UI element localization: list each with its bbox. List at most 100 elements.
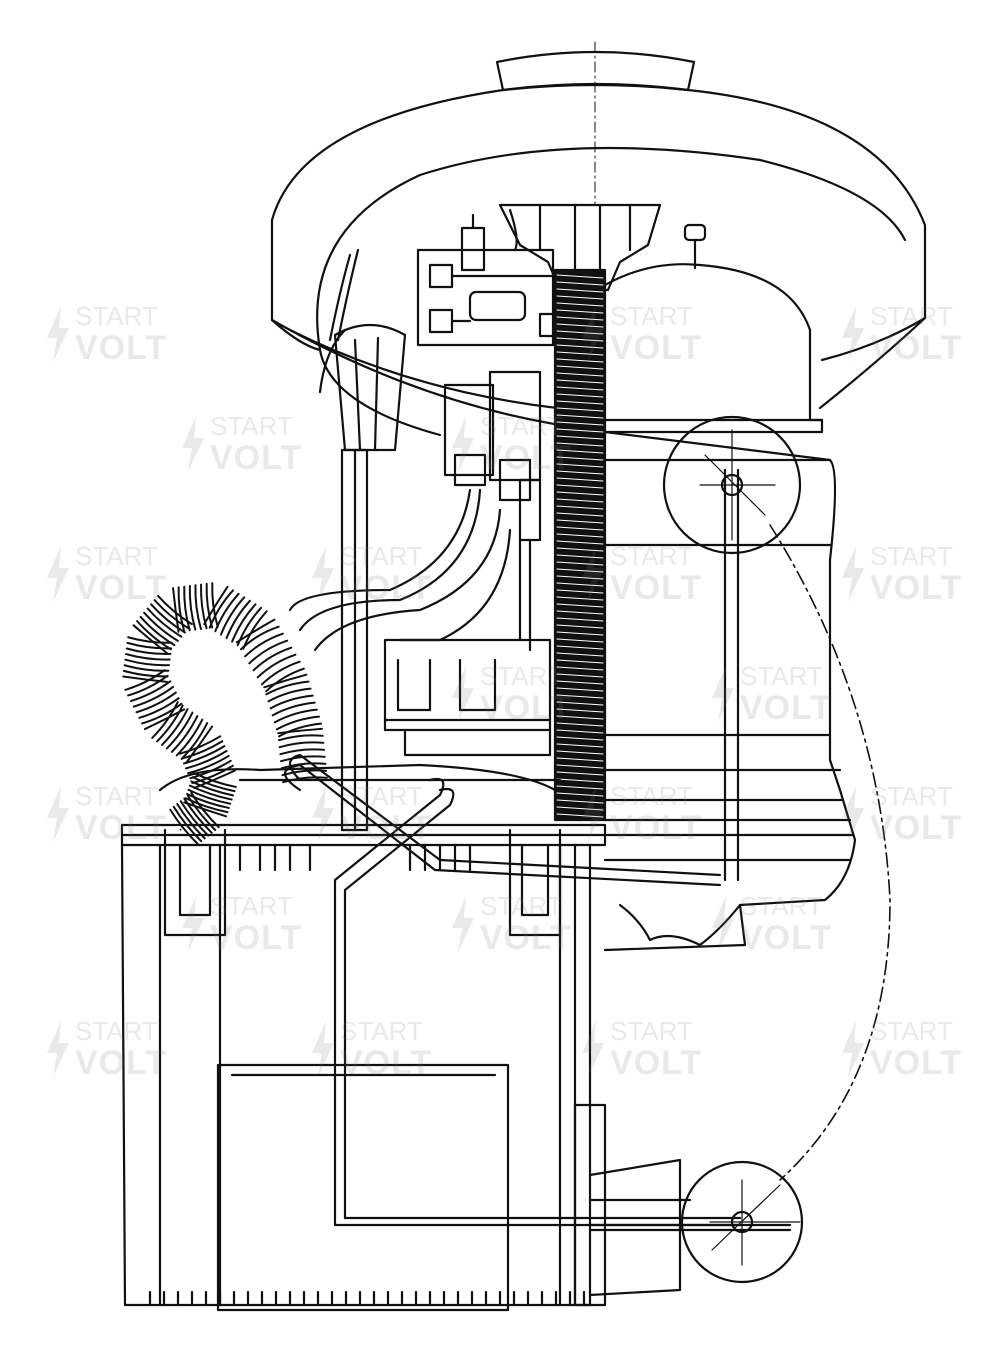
- watermark-line2: VOLT: [340, 1044, 433, 1082]
- watermark-line1: START: [480, 661, 563, 691]
- connector-board: [416, 208, 556, 347]
- watermark-line2: VOLT: [610, 809, 703, 847]
- lightning-bolt-icon: [842, 786, 864, 842]
- lightning-bolt-icon: [312, 1021, 334, 1077]
- watermark-line1: START: [75, 541, 158, 571]
- mounting-flange: [270, 41, 927, 437]
- watermark-line1: START: [75, 781, 158, 811]
- watermark-line2: VOLT: [610, 569, 703, 607]
- lightning-bolt-icon: [842, 306, 864, 362]
- lightning-bolt-icon: [582, 786, 604, 842]
- lightning-bolt-icon: [47, 306, 69, 362]
- watermark-line1: START: [610, 541, 693, 571]
- watermark-line2: VOLT: [75, 329, 168, 367]
- pump-body: [603, 223, 857, 952]
- lightning-bolt-icon: [582, 306, 604, 362]
- float-arm: [662, 415, 891, 1284]
- watermark-line2: VOLT: [75, 569, 168, 607]
- watermark-line1: START: [480, 411, 563, 441]
- lightning-bolt-icon: [452, 666, 474, 722]
- watermark-line1: START: [610, 1016, 693, 1046]
- watermark-line2: VOLT: [870, 1044, 963, 1082]
- watermark-line2: VOLT: [340, 809, 433, 847]
- lightning-bolt-icon: [182, 416, 204, 472]
- watermark-line2: VOLT: [740, 919, 833, 957]
- watermark-line2: VOLT: [75, 1044, 168, 1082]
- lightning-bolt-icon: [712, 896, 734, 952]
- watermark-line2: VOLT: [340, 569, 433, 607]
- watermark-line2: VOLT: [870, 569, 963, 607]
- watermark-line1: START: [610, 301, 693, 331]
- watermark-line1: START: [340, 1016, 423, 1046]
- lightning-bolt-icon: [452, 416, 474, 472]
- fuel-lines: [238, 753, 742, 1227]
- watermark-line1: START: [340, 781, 423, 811]
- watermark-line1: START: [75, 1016, 158, 1046]
- watermark-line2: VOLT: [480, 919, 573, 957]
- watermark-line2: VOLT: [480, 439, 573, 477]
- center-guide-and-spring: [498, 203, 662, 822]
- watermark-line2: VOLT: [870, 809, 963, 847]
- watermark-line2: VOLT: [740, 689, 833, 727]
- lightning-bolt-icon: [47, 1021, 69, 1077]
- watermark-line1: START: [75, 301, 158, 331]
- lightning-bolt-icon: [582, 1021, 604, 1077]
- watermark-line1: START: [210, 891, 293, 921]
- pump-socket: [383, 638, 552, 757]
- corrugated-fuel-hose: [122, 582, 328, 845]
- lightning-bolt-icon: [582, 546, 604, 602]
- lightning-bolt-icon: [452, 896, 474, 952]
- lightning-bolt-icon: [47, 546, 69, 602]
- watermark-line2: VOLT: [210, 439, 303, 477]
- watermark-line1: START: [870, 781, 953, 811]
- watermark-line2: VOLT: [75, 809, 168, 847]
- lightning-bolt-icon: [47, 786, 69, 842]
- watermark-line1: START: [740, 891, 823, 921]
- watermark-line2: VOLT: [610, 1044, 703, 1082]
- lightning-bolt-icon: [842, 546, 864, 602]
- watermark-line1: START: [870, 301, 953, 331]
- watermark-line2: VOLT: [210, 919, 303, 957]
- watermark-line1: START: [870, 541, 953, 571]
- watermark-line1: START: [210, 411, 293, 441]
- relay-blocks: [288, 370, 542, 652]
- lightning-bolt-icon: [312, 546, 334, 602]
- watermark-line1: START: [480, 891, 563, 921]
- watermark-line1: START: [740, 661, 823, 691]
- watermark-line2: VOLT: [870, 329, 963, 367]
- lightning-bolt-icon: [712, 666, 734, 722]
- watermark-line1: START: [870, 1016, 953, 1046]
- lightning-bolt-icon: [312, 786, 334, 842]
- lightning-bolt-icon: [842, 1021, 864, 1077]
- fuel-reservoir: [120, 763, 792, 1312]
- watermark-line1: START: [340, 541, 423, 571]
- watermark-line2: VOLT: [480, 689, 573, 727]
- watermark-line2: VOLT: [610, 329, 703, 367]
- lightning-bolt-icon: [182, 896, 204, 952]
- watermark-line1: START: [610, 781, 693, 811]
